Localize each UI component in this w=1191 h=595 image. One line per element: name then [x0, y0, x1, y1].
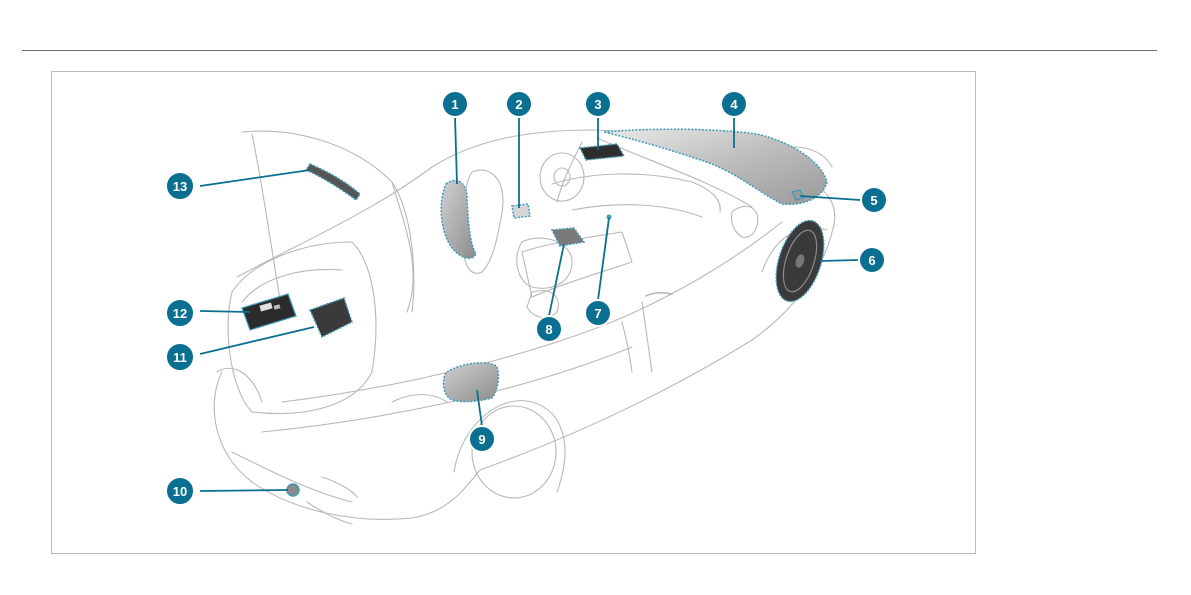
callout-1-label: 1	[451, 97, 458, 112]
fuel-flap-highlight	[443, 363, 498, 402]
callout-10: 10	[166, 477, 194, 505]
seat-control-highlight	[512, 204, 530, 218]
callout-2-label: 2	[515, 97, 522, 112]
callout-7: 7	[585, 300, 611, 326]
rear-sensor-highlight	[287, 484, 299, 496]
callout-12: 12	[166, 299, 194, 327]
callout-5-label: 5	[870, 193, 877, 208]
callout-6-label: 6	[868, 253, 875, 268]
callout-9: 9	[469, 426, 495, 452]
callout-3-label: 3	[594, 97, 601, 112]
callout-7-label: 7	[594, 306, 601, 321]
callout-13-label: 13	[173, 179, 187, 194]
callout-8: 8	[536, 316, 562, 342]
overhead-panel-highlight	[580, 144, 624, 160]
callout-12-label: 12	[173, 306, 187, 321]
trunk-lid-strip-highlight	[306, 164, 360, 200]
header-rule	[22, 50, 1157, 51]
component-highlights	[242, 129, 833, 496]
car-illustration: 1 2 3 4 5 6 7 8	[52, 72, 977, 555]
callout-3: 3	[585, 91, 611, 117]
callout-11-label: 11	[173, 350, 187, 365]
vehicle-overview-figure: 1 2 3 4 5 6 7 8	[51, 71, 976, 554]
callout-13: 13	[166, 172, 194, 200]
callout-6: 6	[859, 247, 885, 273]
info-label-highlight	[242, 294, 296, 330]
callout-4: 4	[721, 91, 747, 117]
car-body-outline	[214, 130, 834, 524]
callout-4-label: 4	[730, 97, 738, 112]
seat-back-highlight	[441, 180, 476, 258]
callout-11: 11	[166, 343, 194, 371]
callout-2: 2	[506, 91, 532, 117]
callout-9-label: 9	[478, 432, 485, 447]
callout-10-label: 10	[173, 484, 187, 499]
callout-1: 1	[442, 91, 468, 117]
callout-5: 5	[861, 187, 887, 213]
callout-8-label: 8	[545, 322, 552, 337]
trunk-box-highlight	[310, 298, 352, 337]
